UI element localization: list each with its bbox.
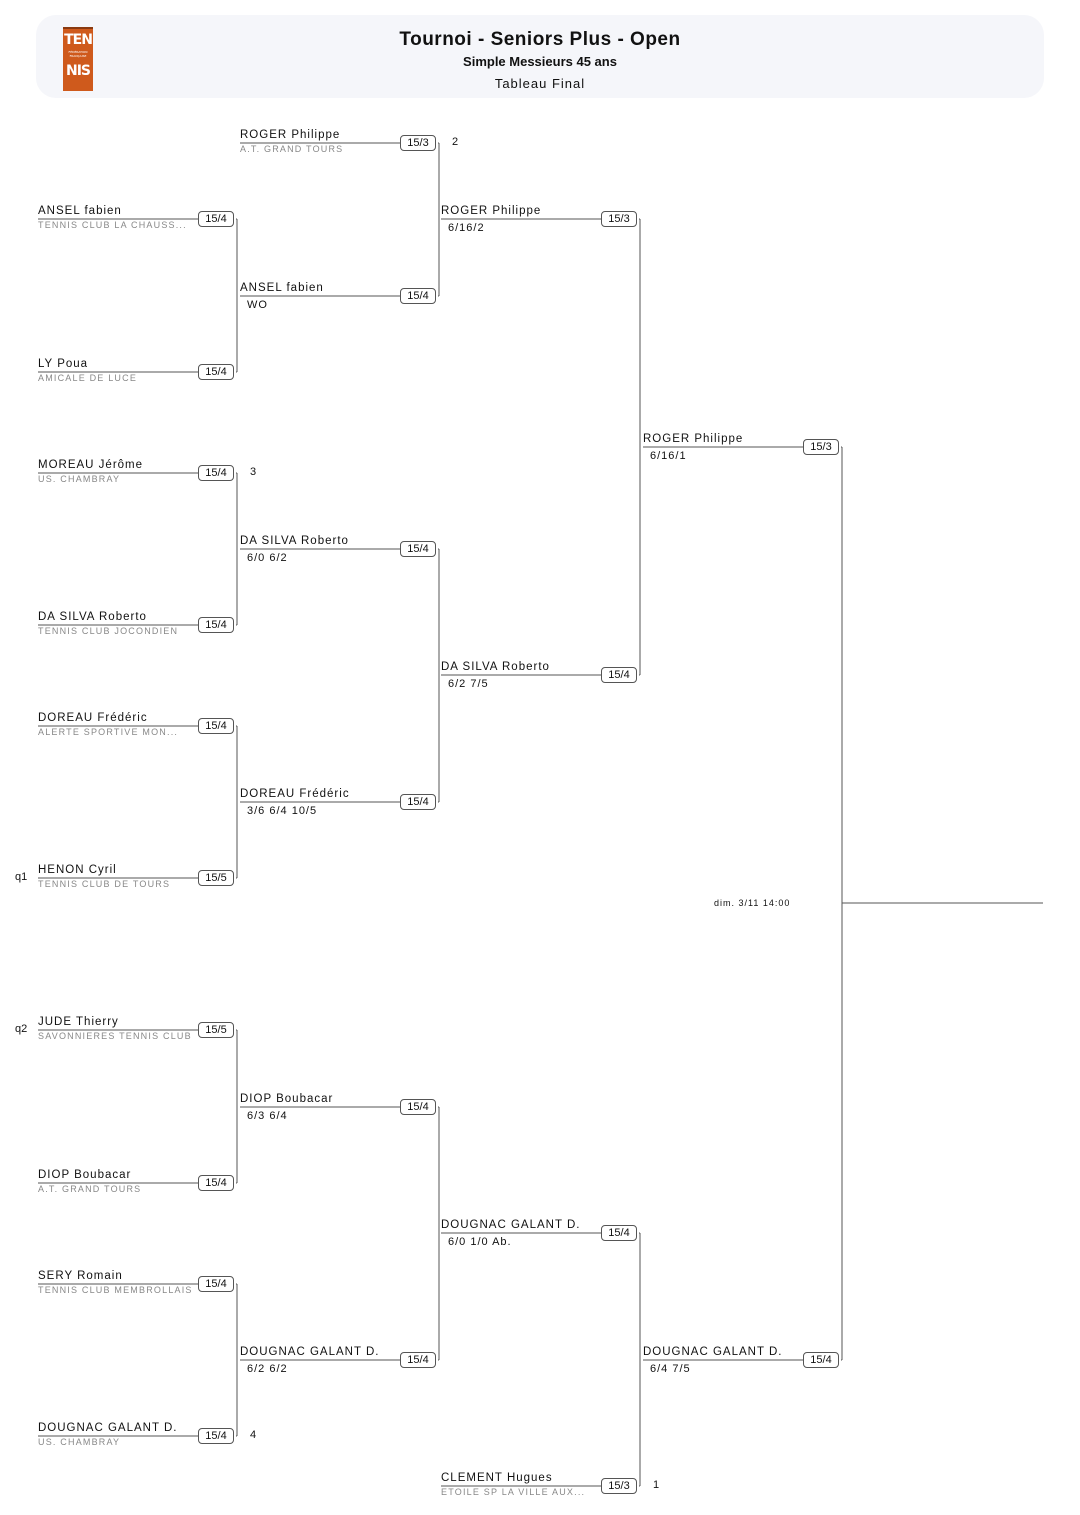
seed-number: 1 <box>653 1479 660 1491</box>
player-club: ALERTE SPORTIVE MON... <box>38 727 179 737</box>
ranking-badge: 15/4 <box>400 1099 436 1115</box>
page-title: Tournoi - Seniors Plus - Open <box>399 29 681 50</box>
player-name: DA SILVA Roberto <box>240 535 349 547</box>
ranking-badge: 15/4 <box>198 1428 234 1444</box>
player-name: DOREAU Frédéric <box>240 788 350 800</box>
match-score: 6/2 7/5 <box>448 678 489 690</box>
match-score: 6/16/2 <box>448 222 485 234</box>
ranking-badge: 15/4 <box>198 364 234 380</box>
match-score: 6/3 6/4 <box>247 1110 288 1122</box>
seed-number: 2 <box>452 136 459 148</box>
player-name: ROGER Philippe <box>643 433 744 445</box>
qualifier-label: q2 <box>15 1023 28 1035</box>
ranking-badge: 15/5 <box>198 1022 234 1038</box>
match-score: WO <box>247 299 268 311</box>
player-club: TENNIS CLUB LA CHAUSS... <box>38 220 187 230</box>
seed-number: 4 <box>250 1429 257 1441</box>
match-score: 6/0 1/0 Ab. <box>448 1236 512 1248</box>
player-club: TENNIS CLUB DE TOURS <box>38 879 171 889</box>
player-club: TENNIS CLUB MEMBROLLAIS <box>38 1285 193 1295</box>
match-score: 3/6 6/4 10/5 <box>247 805 318 817</box>
player-name: MOREAU Jérôme <box>38 459 144 471</box>
player-club: A.T. GRAND TOURS <box>38 1184 142 1194</box>
player-club: US. CHAMBRAY <box>38 474 121 484</box>
match-score: 6/16/1 <box>650 450 687 462</box>
player-name: CLEMENT Hugues <box>441 1472 553 1484</box>
seed-number: 3 <box>250 466 257 478</box>
header-banner <box>36 15 1044 98</box>
player-name: LY Poua <box>38 358 89 370</box>
match-score: 6/2 6/2 <box>247 1363 288 1375</box>
ranking-badge: 15/4 <box>198 211 234 227</box>
player-name: DOREAU Frédéric <box>38 712 148 724</box>
player-name: ROGER Philippe <box>441 205 542 217</box>
player-club: ETOILE SP LA VILLE AUX... <box>441 1487 586 1497</box>
ranking-badge: 15/3 <box>803 439 839 455</box>
event-subtitle: Simple Messieurs 45 ans <box>463 54 617 69</box>
player-club: SAVONNIERES TENNIS CLUB <box>38 1031 192 1041</box>
player-name: DOUGNAC GALANT D. <box>38 1422 178 1434</box>
player-club: AMICALE DE LUCE <box>38 373 138 383</box>
ranking-badge: 15/4 <box>198 617 234 633</box>
player-name: HENON Cyril <box>38 864 117 876</box>
ranking-badge: 15/4 <box>601 1225 637 1241</box>
player-name: JUDE Thierry <box>38 1016 119 1028</box>
match-score: 6/4 7/5 <box>650 1363 691 1375</box>
player-name: DOUGNAC GALANT D. <box>240 1346 380 1358</box>
player-name: ANSEL fabien <box>240 282 324 294</box>
ranking-badge: 15/4 <box>803 1352 839 1368</box>
player-name: ANSEL fabien <box>38 205 122 217</box>
ranking-badge: 15/4 <box>601 667 637 683</box>
ranking-badge: 15/3 <box>400 135 436 151</box>
player-name: SERY Romain <box>38 1270 123 1282</box>
ranking-badge: 15/4 <box>400 1352 436 1368</box>
player-club: A.T. GRAND TOURS <box>240 144 344 154</box>
player-name: DOUGNAC GALANT D. <box>441 1219 581 1231</box>
player-name: DA SILVA Roberto <box>441 661 550 673</box>
player-club: TENNIS CLUB JOCONDIEN <box>38 626 179 636</box>
ranking-badge: 15/3 <box>601 1478 637 1494</box>
player-name: DIOP Boubacar <box>38 1169 132 1181</box>
match-score: 6/0 6/2 <box>247 552 288 564</box>
player-club: US. CHAMBRAY <box>38 1437 121 1447</box>
ranking-badge: 15/4 <box>198 1276 234 1292</box>
player-name: DIOP Boubacar <box>240 1093 334 1105</box>
ranking-badge: 15/4 <box>198 465 234 481</box>
ranking-badge: 15/4 <box>400 541 436 557</box>
draw-stage: Tableau Final <box>494 76 586 91</box>
ranking-badge: 15/4 <box>198 1175 234 1191</box>
ranking-badge: 15/4 <box>400 794 436 810</box>
final-date: dim. 3/11 14:00 <box>714 898 791 908</box>
ranking-badge: 15/4 <box>400 288 436 304</box>
ranking-badge: 15/3 <box>601 211 637 227</box>
ranking-badge: 15/5 <box>198 870 234 886</box>
ranking-badge: 15/4 <box>198 718 234 734</box>
qualifier-label: q1 <box>15 871 28 883</box>
player-name: DA SILVA Roberto <box>38 611 147 623</box>
player-name: ROGER Philippe <box>240 129 341 141</box>
player-name: DOUGNAC GALANT D. <box>643 1346 783 1358</box>
